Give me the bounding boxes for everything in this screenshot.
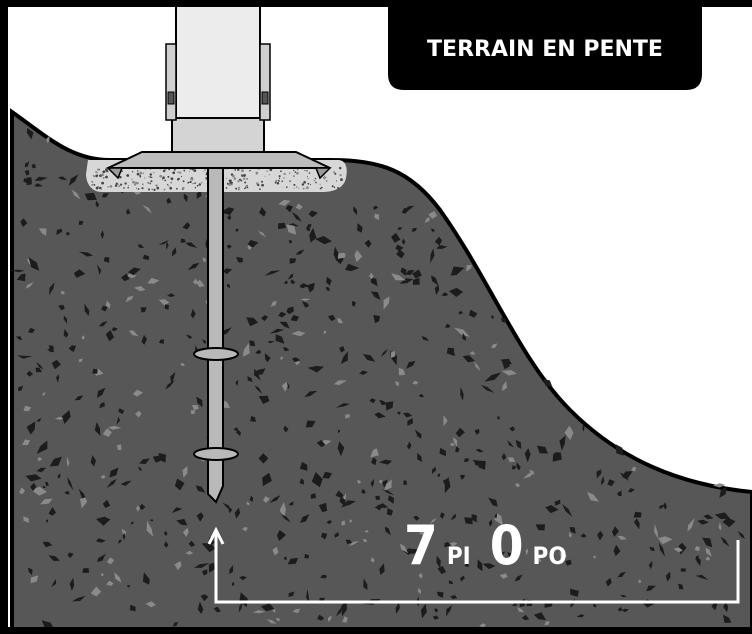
- inch-value: 0: [490, 514, 524, 577]
- bracket-left: [165, 43, 177, 121]
- title-badge: TERRAIN EN PENTE: [388, 0, 702, 90]
- bolt-left: [167, 91, 175, 105]
- helical-pile: [193, 165, 239, 504]
- helix-plate-upper: [193, 347, 239, 361]
- plate-right-gusset: [314, 167, 332, 180]
- bolt-right: [261, 91, 269, 105]
- feet-unit: PI: [447, 542, 471, 570]
- bearing-plate: [107, 151, 331, 169]
- ground-speckles: [10, 127, 745, 630]
- inch-unit: PO: [533, 542, 567, 570]
- dimension-arrowhead: [207, 526, 225, 545]
- title-background: [388, 0, 702, 90]
- diagram-title: TERRAIN EN PENTE: [427, 37, 663, 62]
- plate-left-gusset: [106, 167, 124, 180]
- dimension-line: [214, 532, 740, 604]
- dimension-label: 7 PI 0 PO: [404, 514, 567, 577]
- post-bracket: [171, 117, 265, 153]
- bracket-right: [259, 43, 271, 121]
- helix-plate-lower: [193, 447, 239, 461]
- dimension-marker: 7 PI 0 PO: [207, 514, 740, 604]
- post: [165, 0, 271, 153]
- feet-value: 7: [404, 514, 438, 577]
- sloped-ground: [10, 108, 752, 634]
